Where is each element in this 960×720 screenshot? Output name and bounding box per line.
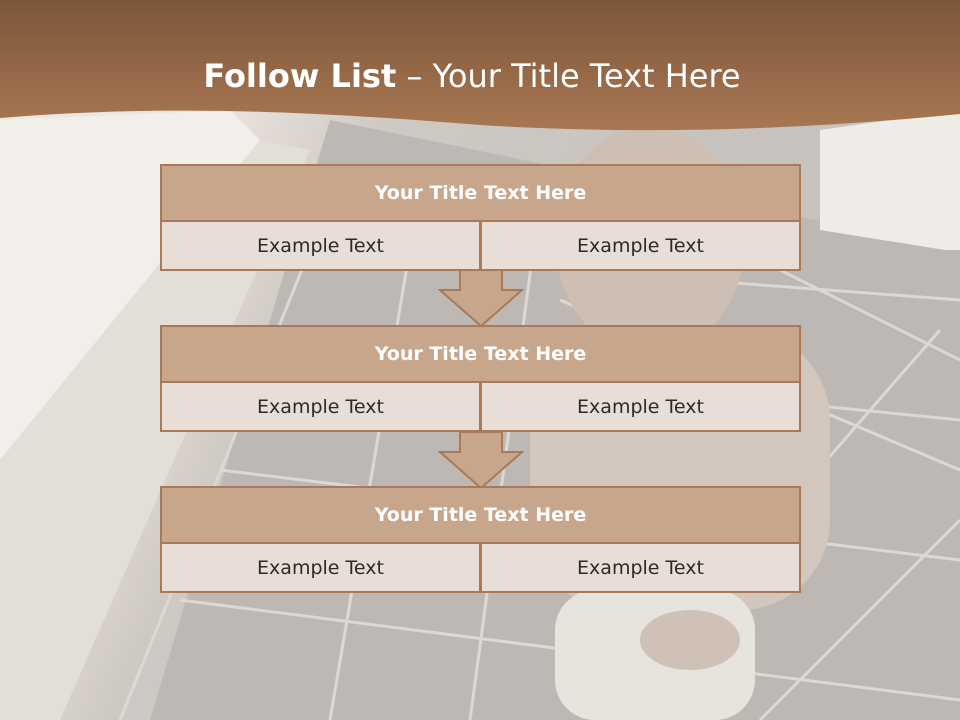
block-title: Your Title Text Here	[160, 486, 801, 544]
slide-title: Follow List – Your Title Text Here	[0, 56, 944, 96]
block-text-right: Example Text	[480, 381, 801, 432]
down-arrow-icon	[438, 431, 524, 490]
slide-title-bold: Follow List	[203, 57, 397, 95]
slide-title-rest: – Your Title Text Here	[396, 57, 741, 95]
header-band	[0, 0, 960, 131]
block-text-left: Example Text	[160, 220, 481, 271]
block-text-left: Example Text	[160, 542, 481, 593]
down-arrow-icon	[438, 269, 524, 328]
block-text-right: Example Text	[480, 542, 801, 593]
block-text-right: Example Text	[480, 220, 801, 271]
list-block-2: Your Title Text Here Example Text Exampl…	[160, 325, 801, 432]
block-text-left: Example Text	[160, 381, 481, 432]
block-title: Your Title Text Here	[160, 325, 801, 383]
block-title: Your Title Text Here	[160, 164, 801, 222]
list-block-3: Your Title Text Here Example Text Exampl…	[160, 486, 801, 593]
list-block-1: Your Title Text Here Example Text Exampl…	[160, 164, 801, 271]
